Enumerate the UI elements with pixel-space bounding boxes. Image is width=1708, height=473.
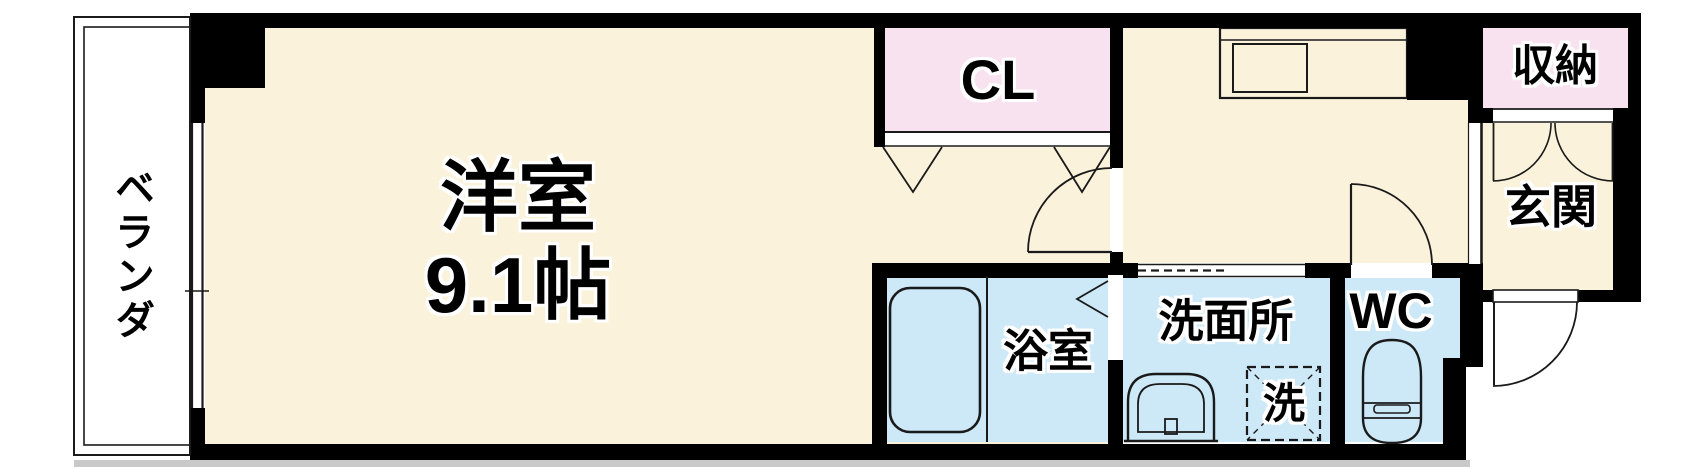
storage-floor (1483, 28, 1628, 108)
veranda-outline (73, 16, 191, 456)
entrance-door-icon (1492, 301, 1578, 387)
bathtub-icon (888, 276, 988, 442)
bathroom-label: 浴室 (1002, 325, 1094, 377)
wall-shadow (74, 460, 1470, 467)
entrance-step (1468, 123, 1481, 264)
main-room-size: 9.1帖 (424, 241, 612, 329)
washbasin-icon (1124, 372, 1218, 443)
main-room-door-icon (1027, 167, 1113, 254)
corridor-floor (1123, 28, 1407, 264)
storage-double-doors-icon (1492, 122, 1614, 182)
wc-label: WC (1349, 283, 1433, 339)
entrance-door-leaf (1492, 289, 1579, 303)
bathroom-door-opening (1108, 275, 1123, 360)
main-room-door-opening (1110, 168, 1123, 252)
kitchen-sink-icon (1232, 43, 1308, 93)
entrance-floor (1483, 123, 1613, 290)
veranda-label: ベランダ (109, 167, 153, 343)
openings (885, 108, 1613, 360)
washroom-label: 洗面所 (1158, 295, 1294, 347)
wc-door-opening (1351, 263, 1432, 278)
closet-floor (885, 28, 1110, 133)
toilet-icon (1361, 338, 1423, 445)
closet-bifold-doors-icon (882, 146, 1111, 194)
entrance-label: 玄関 (1505, 181, 1597, 233)
closet-label: CL (960, 48, 1036, 111)
washing-machine-label: 洗 (1262, 380, 1306, 427)
corridor-floor-right (1407, 100, 1468, 264)
main-room-name: 洋室 (439, 153, 596, 241)
walls (190, 13, 1641, 460)
wc-door-icon (1349, 183, 1433, 266)
window-icon (185, 123, 209, 408)
main-room-label: 洋室 9.1帖 (425, 153, 611, 329)
storage-label: 収納 (1512, 42, 1598, 91)
bathroom-door-icon (1075, 280, 1109, 318)
bathroom-floor (887, 278, 1108, 442)
washing-machine-icon (1245, 365, 1322, 442)
